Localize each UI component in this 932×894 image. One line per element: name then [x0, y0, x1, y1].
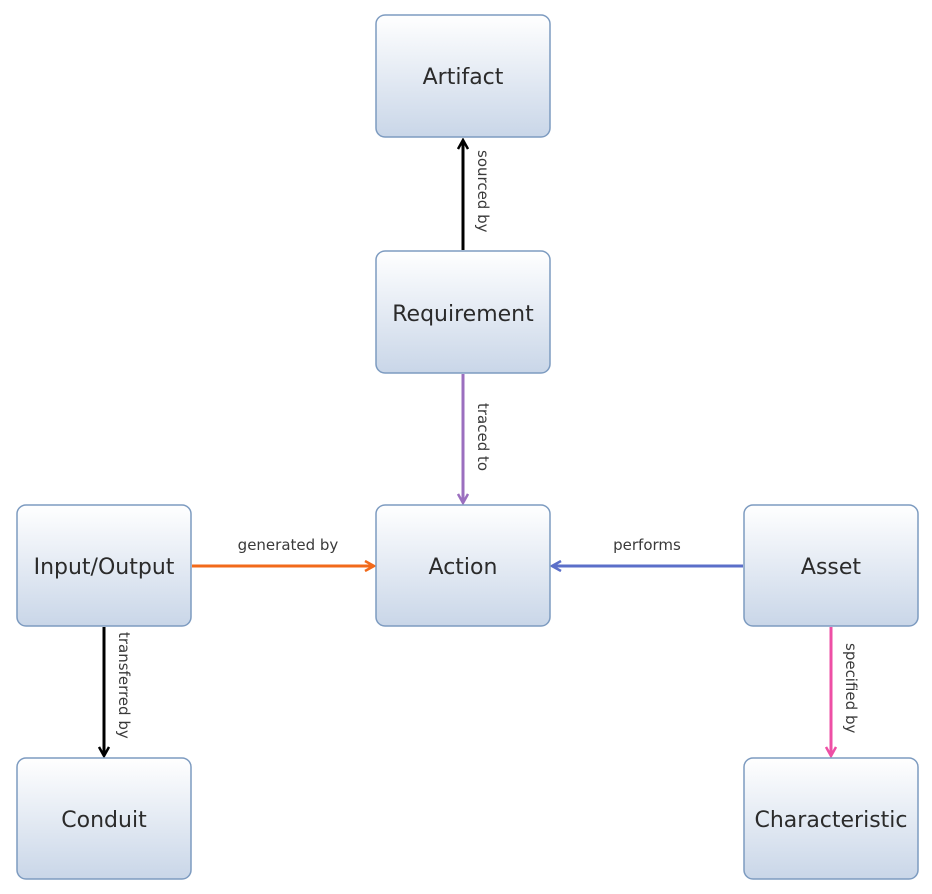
edge-specified-by-label: specified by [842, 643, 860, 733]
node-requirement[interactable]: Requirement [375, 250, 551, 374]
edge-generated-by: generated by [192, 536, 374, 566]
node-action-label: Action [429, 555, 498, 580]
edge-sourced-by-label: sourced by [474, 150, 492, 233]
edge-transferred-by: transferred by [104, 627, 133, 756]
node-asset[interactable]: Asset [743, 504, 919, 627]
node-artifact[interactable]: Artifact [375, 14, 551, 138]
edge-specified-by: specified by [831, 627, 860, 756]
edge-traced-to: traced to [463, 374, 492, 503]
edge-generated-by-label: generated by [238, 536, 339, 554]
edge-performs-label: performs [613, 536, 681, 554]
node-characteristic-label: Characteristic [754, 808, 907, 833]
node-conduit[interactable]: Conduit [16, 757, 192, 880]
node-characteristic[interactable]: Characteristic [743, 757, 919, 880]
edge-performs: performs [552, 536, 743, 566]
node-conduit-label: Conduit [61, 808, 147, 833]
node-artifact-label: Artifact [423, 65, 504, 90]
node-input-output-label: Input/Output [34, 555, 175, 580]
node-asset-label: Asset [801, 555, 862, 580]
node-action[interactable]: Action [375, 504, 551, 627]
edge-sourced-by: sourced by [463, 140, 492, 250]
node-input-output[interactable]: Input/Output [16, 504, 192, 627]
node-requirement-label: Requirement [392, 302, 534, 327]
edge-traced-to-label: traced to [474, 403, 492, 471]
edge-transferred-by-label: transferred by [115, 632, 133, 739]
